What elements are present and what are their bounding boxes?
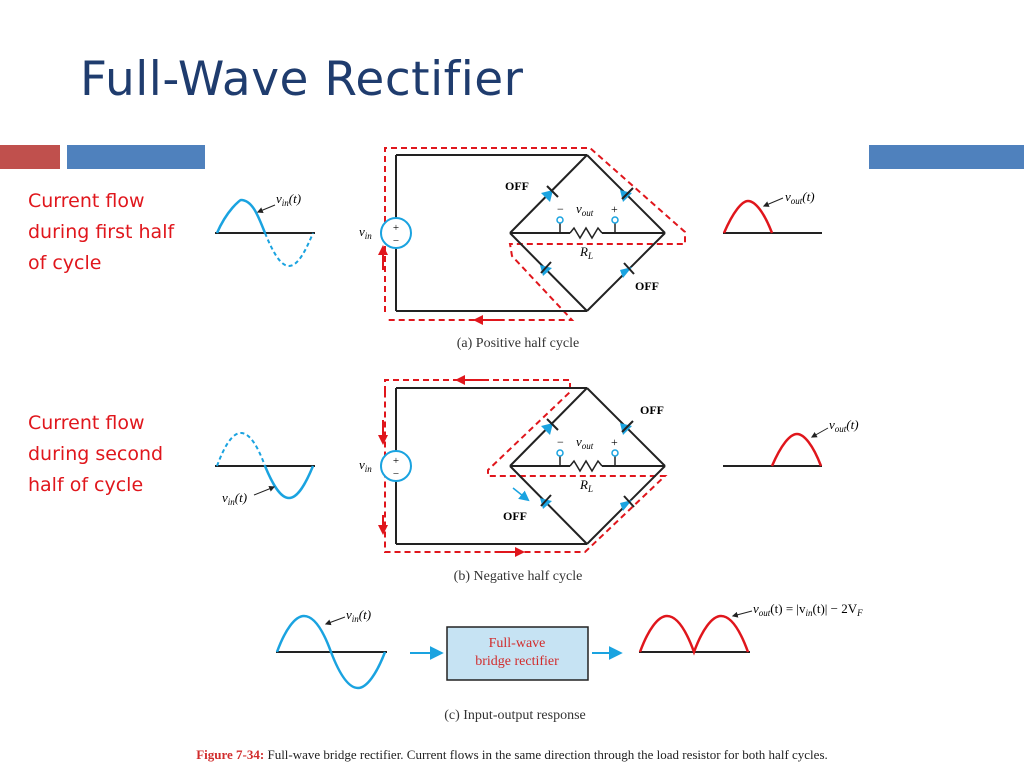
svg-text:−: − [393, 235, 399, 247]
svg-text:−: − [557, 435, 564, 449]
svg-text:−: − [557, 202, 564, 216]
input-wave-b: vin(t) [215, 431, 315, 507]
caption-b: (b) Negative half cycle [454, 569, 583, 584]
svg-text:RL: RL [579, 477, 593, 494]
header-bar-red [0, 145, 60, 169]
output-wave-a: vout(t) [722, 189, 822, 234]
svg-text:vout(t): vout(t) [785, 189, 815, 206]
svg-text:vin(t): vin(t) [276, 191, 301, 208]
label-first-half: Current flow during first half of cycle [28, 190, 175, 274]
circuit-a: vin(t) [215, 147, 822, 351]
slide-title: Full-Wave Rectifier [80, 52, 524, 107]
svg-text:vout: vout [576, 434, 594, 451]
input-wave-a: vin(t) [215, 191, 315, 268]
label-second-half: Current flow during second half of cycle [28, 412, 164, 496]
response-c: vin(t) Full-wave bridge rectifier vout(t… [275, 601, 863, 723]
off-label-b-bottom: OFF [503, 509, 527, 523]
svg-text:Full-wave: Full-wave [489, 636, 546, 651]
diode-a-top-left [541, 185, 559, 202]
current-path-a [384, 147, 686, 321]
header-bar-blue-left [67, 145, 205, 169]
diode-a-bottom-right [620, 262, 635, 278]
figure-caption: Figure 7-34: Full-wave bridge rectifier.… [0, 747, 1024, 763]
svg-text:+: + [393, 222, 399, 234]
header-bar-blue-right [869, 145, 1024, 169]
input-wave-c: vin(t) [275, 607, 387, 690]
diode-a-top-right [620, 187, 634, 202]
off-label-b-top: OFF [640, 403, 664, 417]
svg-text:vin(t): vin(t) [346, 607, 371, 624]
svg-text:+: + [611, 435, 618, 449]
figure-number: Figure 7-34: [196, 747, 265, 762]
diode-b-top-right [620, 420, 634, 435]
diode-b-bottom-right [620, 495, 635, 511]
off-label-a-top: OFF [505, 179, 529, 193]
bridge-rectifier-block: Full-wave bridge rectifier [446, 626, 589, 681]
svg-text:vout(t): vout(t) [829, 417, 859, 434]
output-wave-c: vout(t) = |vin(t)| − 2VF [638, 601, 863, 656]
caption-a: (a) Positive half cycle [457, 336, 579, 351]
circuit-b: vin(t) [215, 375, 859, 584]
svg-text:+: + [611, 202, 618, 216]
svg-text:vin: vin [359, 457, 372, 474]
svg-text:RL: RL [579, 244, 593, 261]
svg-text:+: + [393, 455, 399, 467]
diode-b-top-left [541, 418, 559, 435]
svg-text:vout: vout [576, 201, 594, 218]
svg-text:bridge rectifier: bridge rectifier [475, 654, 559, 669]
svg-text:vin: vin [359, 224, 372, 241]
output-wave-b: vout(t) [723, 417, 859, 467]
svg-text:−: − [393, 468, 399, 480]
caption-c: (c) Input-output response [444, 708, 586, 723]
diode-a-bottom-left [540, 261, 552, 276]
diode-b-bottom-left [540, 494, 552, 509]
output-equation: vout(t) = |vin(t)| − 2VF [753, 601, 863, 618]
off-label-a-bottom: OFF [635, 279, 659, 293]
figure-caption-text: Full-wave bridge rectifier. Current flow… [267, 747, 828, 762]
svg-text:vin(t): vin(t) [222, 490, 247, 507]
